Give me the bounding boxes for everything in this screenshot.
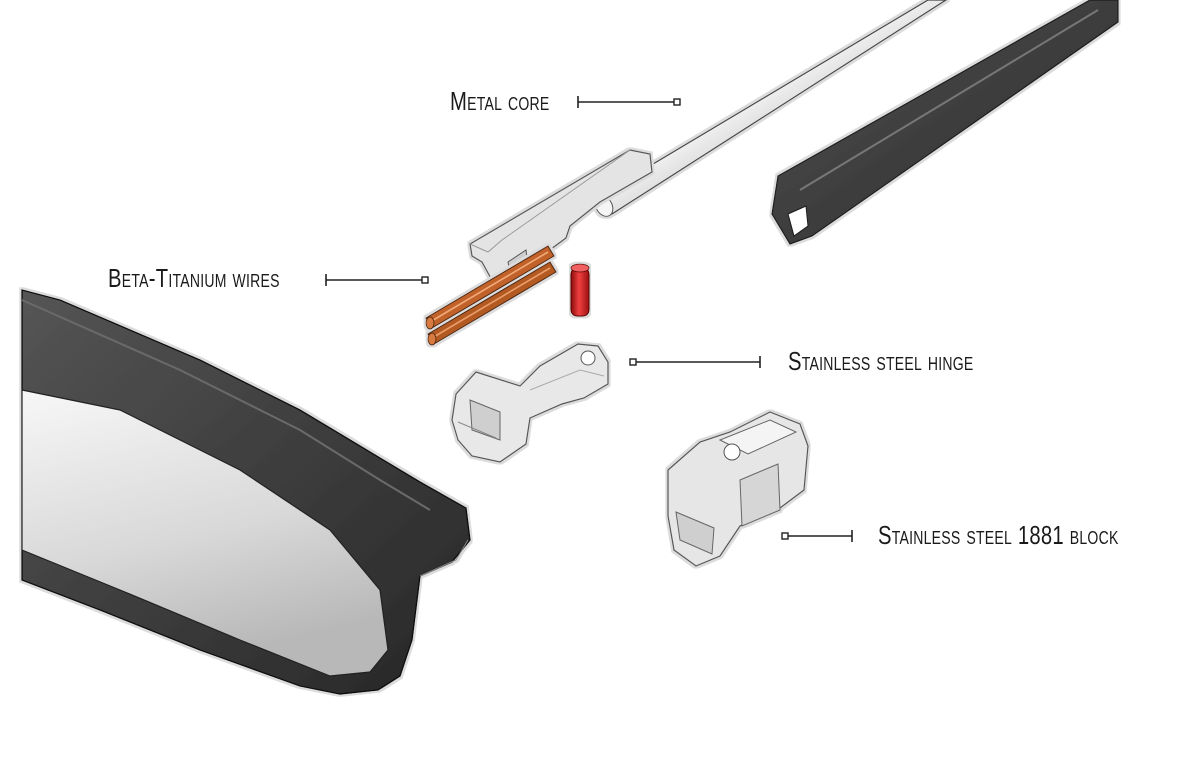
label-metal-core: Metal core [450, 86, 550, 116]
red-hinge-pin [570, 263, 590, 317]
eyeglass-frame-front [21, 289, 471, 695]
label-beta-titanium-wires: Beta-Titanium wires [108, 263, 280, 293]
metal-core-rod [594, 0, 948, 217]
leader-metal-core [577, 96, 681, 108]
leader-stainless-steel-hinge [629, 356, 761, 368]
leader-beta-titanium-wires [325, 274, 429, 286]
temple-arm-piece [771, 0, 1119, 245]
metal-core-housing [469, 149, 653, 297]
beta-titanium-wires [425, 245, 557, 346]
label-stainless-steel-1881-block: Stainless steel 1881 block [878, 520, 1119, 550]
stainless-steel-hinge [451, 343, 609, 463]
leader-stainless-steel-block [781, 530, 853, 542]
label-stainless-steel-hinge: Stainless steel hinge [788, 346, 974, 376]
stainless-steel-1881-block [667, 411, 809, 567]
